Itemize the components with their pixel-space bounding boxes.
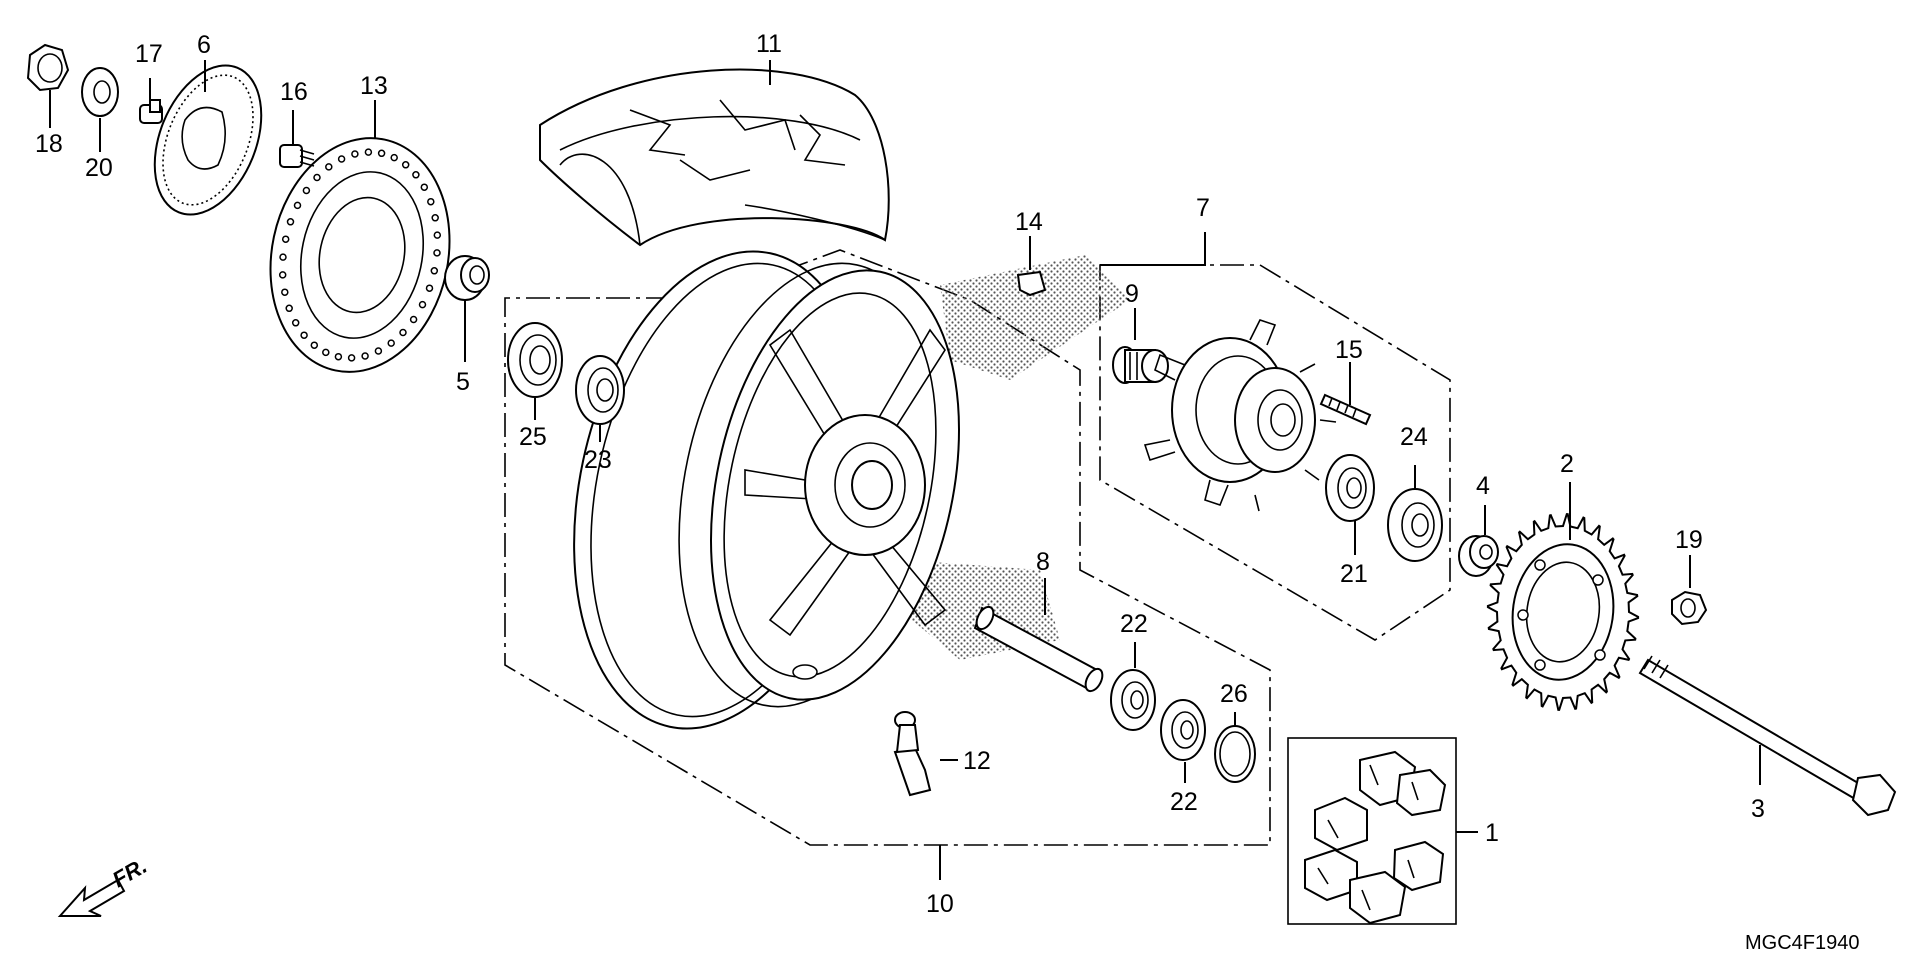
callout-22-lower: 22 [1170, 788, 1198, 816]
disc-hole [310, 341, 319, 349]
disc-hole [334, 352, 343, 361]
tire [539, 68, 890, 247]
drawing-code: MGC4F1940 [1745, 932, 1860, 954]
disc-hole [387, 339, 395, 347]
disc-hole [361, 352, 369, 360]
disc-hole [431, 214, 439, 222]
washer-20 [81, 67, 119, 117]
leader-lines [49, 60, 1761, 880]
disc-hole [425, 284, 434, 292]
stud-15 [1319, 393, 1372, 426]
disc-hole [390, 153, 398, 162]
front-arrow-icon [57, 878, 126, 917]
callout-22-upper: 22 [1120, 610, 1148, 638]
sprocket-2 [1486, 513, 1640, 711]
distance-collar-8 [973, 605, 1104, 693]
bearing-24 [1387, 488, 1443, 562]
stipple-hub-zone [940, 255, 1130, 380]
disc-hole [302, 186, 311, 195]
disc-hole [351, 150, 359, 158]
disc-hole [313, 173, 321, 182]
disc-hole [322, 348, 330, 357]
callout-7: 7 [1196, 194, 1210, 222]
front-direction-arrow: FR. [57, 853, 151, 917]
hub-group-outline [1099, 264, 1451, 641]
callout-18: 18 [35, 130, 63, 158]
wheel-group-outline [504, 249, 1271, 846]
callout-15: 15 [1335, 336, 1363, 364]
disc-hole [281, 235, 290, 243]
driven-flange-hub-7 [1143, 319, 1337, 512]
balance-weight-14 [1016, 270, 1047, 297]
callout-26: 26 [1220, 680, 1248, 708]
disc-hole [281, 288, 289, 296]
bearing-22-upper [1110, 669, 1156, 731]
callout-12: 12 [963, 747, 991, 775]
disc-hole [377, 149, 386, 158]
disc-hole [401, 161, 410, 169]
circlip-26 [1214, 725, 1256, 783]
bolt-16 [279, 144, 315, 168]
callout-14: 14 [1015, 208, 1043, 236]
disc-hole [364, 148, 373, 156]
callout-19: 19 [1675, 526, 1703, 554]
axle-3 [1638, 655, 1897, 817]
disc-hole [291, 319, 300, 327]
disc-hole [293, 201, 302, 210]
disc-hole [285, 304, 293, 313]
callout-25: 25 [519, 423, 547, 451]
collar-4 [1458, 535, 1499, 577]
nut-18 [26, 43, 70, 92]
disc-hole [433, 249, 441, 257]
disc-hole [300, 331, 308, 339]
disc-hole [418, 300, 427, 309]
callout-8: 8 [1036, 548, 1050, 576]
disc-hole [347, 354, 356, 362]
air-valve-12 [893, 711, 932, 797]
collar-9 [1112, 346, 1169, 384]
callout-24: 24 [1400, 423, 1428, 451]
callout-9: 9 [1125, 280, 1139, 308]
disc-hole [337, 155, 346, 163]
disc-hole [433, 231, 442, 239]
wheel-rim [573, 250, 961, 730]
damper-rubbers-1 [1304, 750, 1447, 925]
disc-hole [374, 347, 383, 355]
callout-10: 10 [926, 890, 954, 918]
collar-5 [444, 255, 490, 301]
disc-hole [279, 253, 287, 261]
callout-13: 13 [360, 72, 388, 100]
callout-2: 2 [1560, 450, 1574, 478]
callout-1: 1 [1485, 819, 1499, 847]
disc-hole [430, 267, 439, 275]
disc-hole [278, 271, 287, 279]
bearing-22-lower [1160, 699, 1206, 761]
callout-3: 3 [1751, 795, 1765, 823]
callout-16: 16 [280, 78, 308, 106]
disc-hole [427, 197, 435, 206]
brake-disc [269, 137, 451, 373]
callout-21: 21 [1340, 560, 1368, 588]
disc-hole [409, 315, 418, 324]
callout-20: 20 [85, 154, 113, 182]
disc-hole [399, 328, 407, 337]
callout-23: 23 [584, 446, 612, 474]
callout-6: 6 [197, 31, 211, 59]
disc-hole [286, 218, 295, 226]
disc-hole [325, 163, 333, 171]
bearing-21 [1325, 454, 1375, 522]
callout-17: 17 [135, 40, 163, 68]
disc-hole [420, 183, 429, 191]
callout-4: 4 [1476, 472, 1490, 500]
bearing-25 [507, 322, 563, 398]
bolt-17 [139, 99, 163, 124]
callout-11: 11 [756, 30, 782, 58]
callout-5: 5 [456, 368, 470, 396]
disc-hole [412, 171, 420, 179]
nut-19 [1671, 590, 1708, 626]
bearing-23 [575, 355, 625, 425]
pulser-ring [153, 64, 263, 216]
